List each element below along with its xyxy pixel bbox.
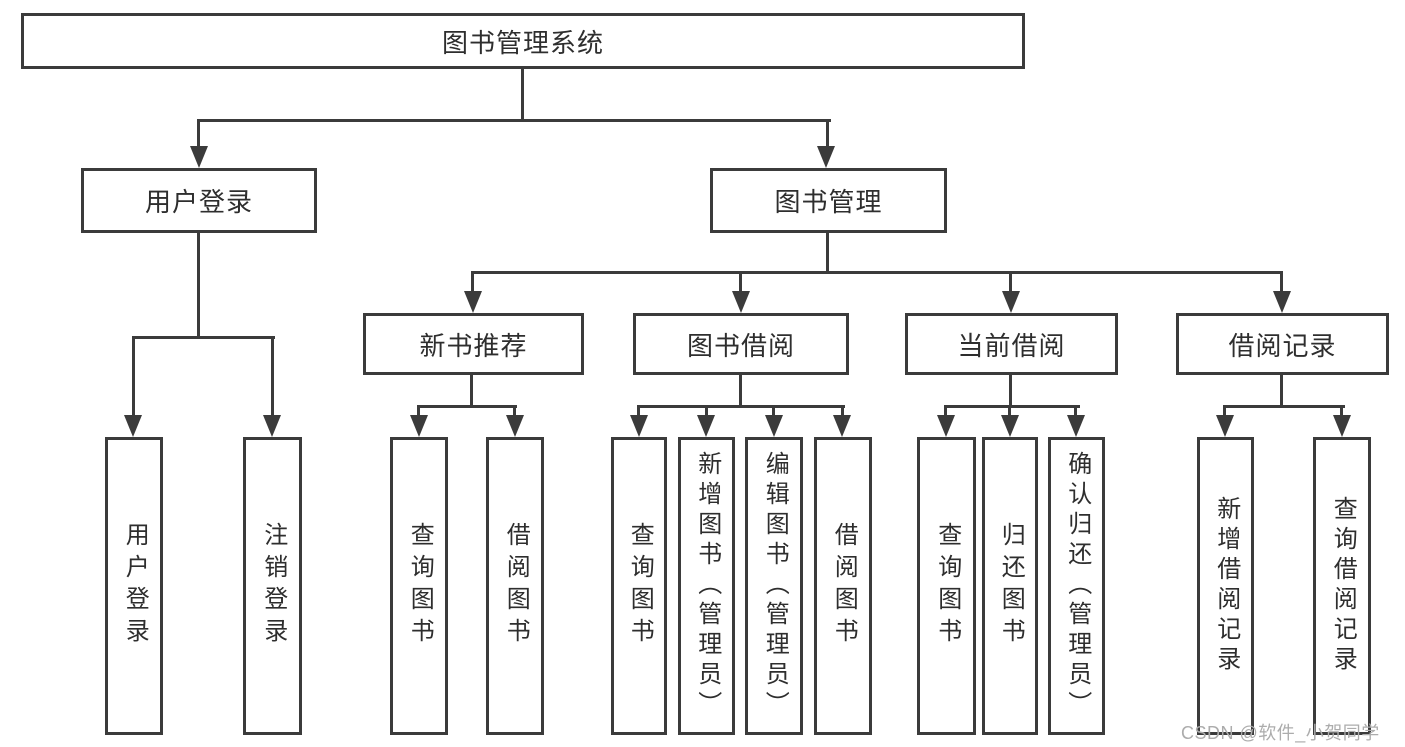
connector-line	[944, 405, 1080, 408]
arrow-down-icon	[506, 415, 524, 437]
connector-line	[637, 405, 845, 408]
arrow-down-icon	[1273, 291, 1291, 313]
node-user-login: 用户登录	[81, 168, 317, 233]
arrow-down-icon	[817, 146, 835, 168]
connector-line	[470, 375, 473, 408]
connector-line	[1009, 271, 1012, 293]
connector-line	[705, 405, 708, 417]
node-library-system: 图书管理系统	[21, 13, 1025, 69]
connector-line	[521, 68, 524, 122]
connector-line	[197, 119, 831, 122]
node-label: 借阅图书	[830, 522, 858, 650]
arrow-down-icon	[630, 415, 648, 437]
connector-line	[471, 271, 1283, 274]
connector-line	[841, 405, 844, 417]
arrow-down-icon	[732, 291, 750, 313]
arrow-down-icon	[937, 415, 955, 437]
connector-line	[417, 405, 517, 408]
node-label: 查询图书	[406, 522, 434, 650]
leaf-record-add-borrow-record: 新增借阅记录	[1197, 437, 1254, 735]
leaf-current-return-book: 归还图书	[982, 437, 1038, 735]
node-label: 编辑图书（管理员）	[761, 451, 789, 721]
node-label: 新增图书（管理员）	[693, 451, 721, 721]
arrow-down-icon	[263, 415, 281, 437]
leaf-current-confirm-return-admin: 确认归还（管理员）	[1048, 437, 1105, 735]
arrow-down-icon	[1002, 291, 1020, 313]
connector-line	[417, 405, 420, 417]
node-new-book-recommend: 新书推荐	[363, 313, 584, 375]
arrow-down-icon	[765, 415, 783, 437]
connector-line	[739, 375, 742, 408]
node-label: 图书管理	[774, 187, 883, 217]
connector-line	[772, 405, 775, 417]
arrow-down-icon	[1216, 415, 1234, 437]
node-label: 确认归还（管理员）	[1063, 451, 1091, 721]
node-label: 当前借阅	[957, 330, 1066, 361]
connector-line	[739, 271, 742, 293]
connector-line	[513, 405, 516, 417]
node-book-management: 图书管理	[710, 168, 947, 233]
connector-line	[271, 336, 274, 417]
connector-line	[826, 119, 829, 149]
connector-line	[1223, 405, 1226, 417]
connector-line	[944, 405, 947, 417]
leaf-newbook-borrow-book: 借阅图书	[486, 437, 544, 735]
node-label: 借阅记录	[1228, 330, 1337, 361]
arrow-down-icon	[124, 415, 142, 437]
leaf-record-query-borrow-record: 查询借阅记录	[1313, 437, 1371, 735]
connector-line	[1009, 375, 1012, 408]
connector-line	[471, 271, 474, 293]
arrow-down-icon	[1067, 415, 1085, 437]
arrow-down-icon	[464, 291, 482, 313]
connector-line	[1280, 375, 1283, 408]
node-label: 图书借阅	[686, 330, 795, 361]
node-label: 新书推荐	[419, 330, 528, 361]
leaf-bookborrow-add-book-admin: 新增图书（管理员）	[678, 437, 735, 735]
connector-line	[197, 119, 200, 149]
node-label: 用户登录	[121, 522, 149, 650]
connector-line	[132, 336, 135, 417]
node-current-borrow: 当前借阅	[905, 313, 1118, 375]
csdn-watermark: CSDN @软件_小贺同学	[1181, 723, 1380, 743]
leaf-newbook-query-book: 查询图书	[390, 437, 448, 735]
connector-line	[132, 336, 275, 339]
connector-line	[1223, 405, 1345, 408]
arrow-down-icon	[410, 415, 428, 437]
arrow-down-icon	[1333, 415, 1351, 437]
node-borrow-record: 借阅记录	[1176, 313, 1389, 375]
node-label: 查询图书	[626, 522, 654, 650]
leaf-bookborrow-query-book: 查询图书	[611, 437, 667, 735]
arrow-down-icon	[1001, 415, 1019, 437]
arrow-down-icon	[190, 146, 208, 168]
node-label: 借阅图书	[502, 522, 530, 650]
leaf-bookborrow-edit-book-admin: 编辑图书（管理员）	[745, 437, 803, 735]
arrow-down-icon	[697, 415, 715, 437]
node-label: 查询图书	[933, 522, 961, 650]
node-label: 查询借阅记录	[1329, 496, 1357, 676]
connector-line	[197, 232, 200, 339]
node-book-borrow: 图书借阅	[633, 313, 849, 375]
node-label: 图书管理系统	[441, 27, 604, 58]
leaf-current-query-book: 查询图书	[917, 437, 976, 735]
arrow-down-icon	[833, 415, 851, 437]
node-label: 用户登录	[144, 187, 253, 217]
node-label: 新增借阅记录	[1212, 496, 1240, 676]
node-label: 注销登录	[259, 522, 287, 650]
connector-line	[1008, 405, 1011, 417]
connector-line	[826, 232, 829, 274]
connector-line	[637, 405, 640, 417]
connector-line	[1340, 405, 1343, 417]
node-label: 归还图书	[997, 522, 1025, 650]
connector-line	[1074, 405, 1077, 417]
leaf-logout-login: 注销登录	[243, 437, 302, 735]
leaf-user-login: 用户登录	[105, 437, 163, 735]
leaf-bookborrow-borrow-book: 借阅图书	[814, 437, 872, 735]
connector-line	[1280, 271, 1283, 293]
